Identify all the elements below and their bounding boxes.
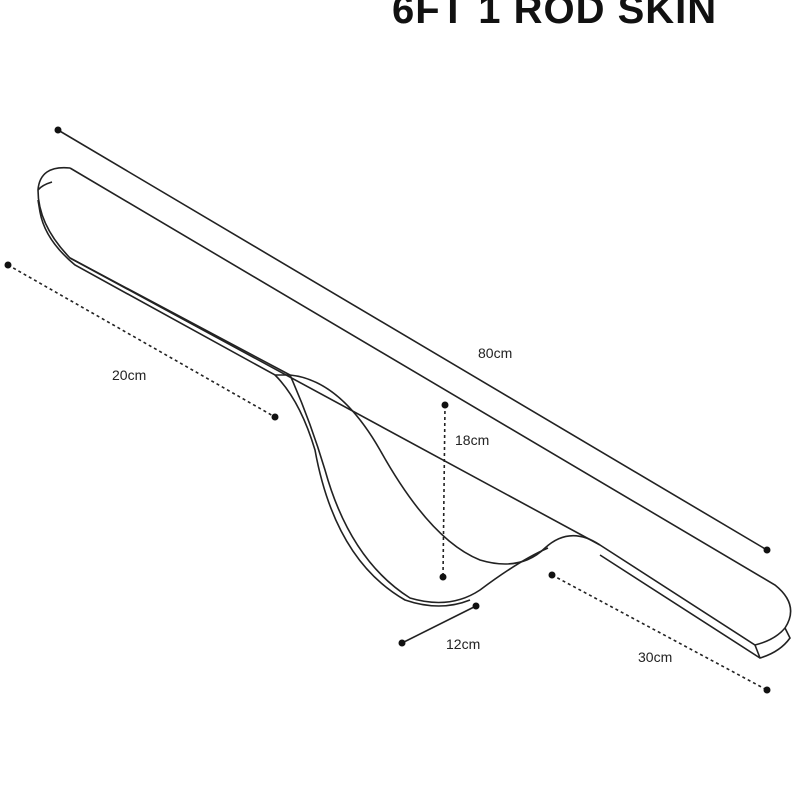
- label-20cm: 20cm: [112, 367, 146, 383]
- dimension-12cm: 12cm: [398, 602, 480, 652]
- title: 6FT 1 ROD SKIN: [392, 0, 718, 32]
- dimension-18cm: 18cm: [439, 401, 489, 581]
- dimension-20cm: 20cm: [4, 261, 279, 421]
- rod-skin-outline: [37, 166, 792, 659]
- label-80cm: 80cm: [478, 345, 512, 361]
- label-18cm: 18cm: [455, 432, 489, 448]
- dimension-80cm: 80cm: [54, 126, 771, 554]
- label-12cm: 12cm: [446, 636, 480, 652]
- dimension-30cm: 30cm: [548, 571, 771, 694]
- label-30cm: 30cm: [638, 649, 672, 665]
